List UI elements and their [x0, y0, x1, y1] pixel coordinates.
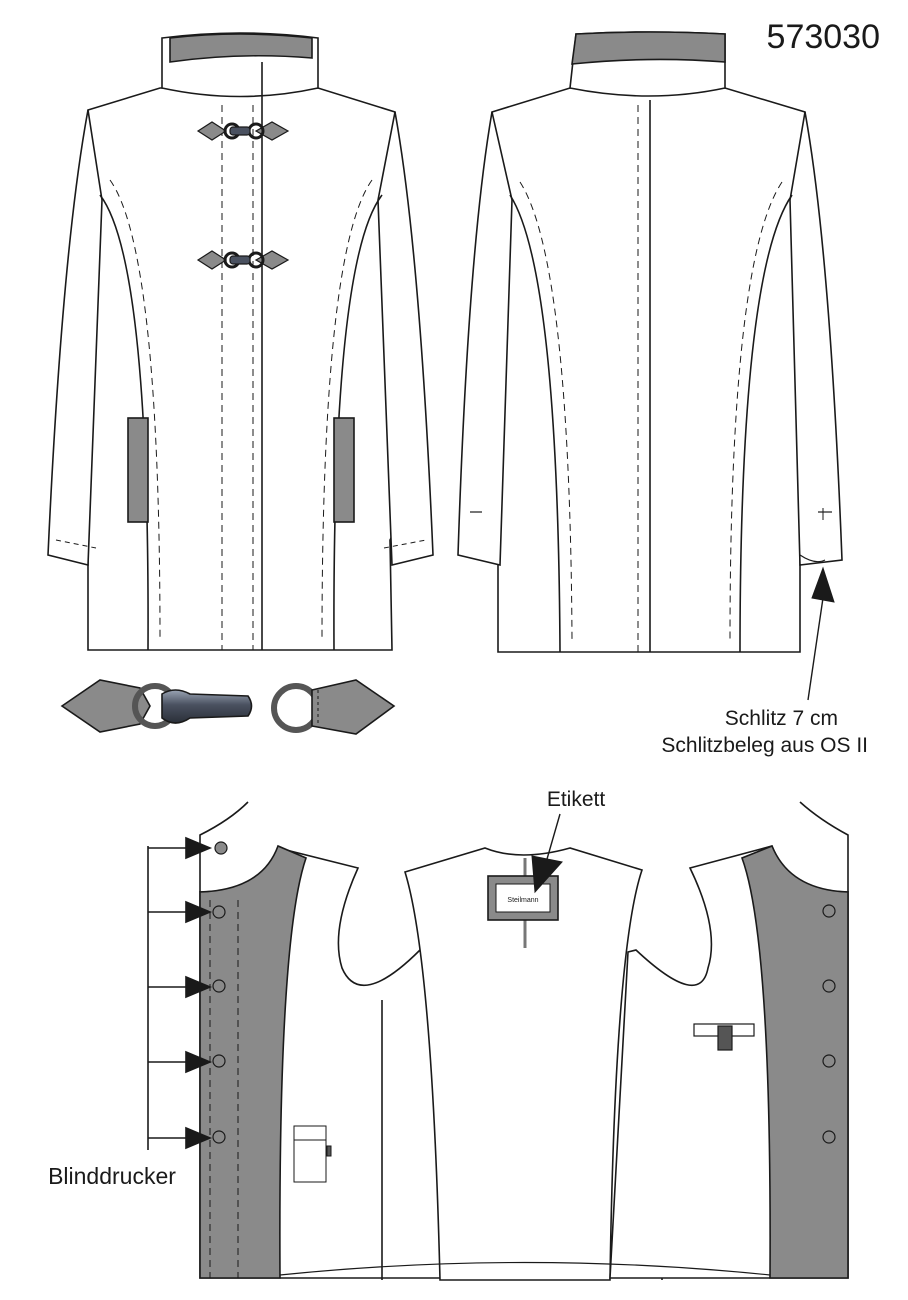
front-left-sleeve [47, 109, 103, 567]
inner-pocket-left [293, 1125, 332, 1183]
blind-snaps-left [212, 841, 228, 1144]
front-view [47, 32, 434, 651]
blind-snaps-arrows [147, 836, 213, 1150]
model-number: 573030 [767, 18, 880, 56]
inside-view: Steilmann [199, 801, 849, 1281]
label-tag-caption: Etikett [547, 788, 606, 811]
label-brand-text: Steilmann [507, 897, 538, 904]
blind-snaps-label: Blinddrucker [48, 1163, 176, 1189]
back-collar-band [571, 31, 726, 65]
front-right-pocket [333, 417, 355, 523]
front-left-pocket [127, 417, 149, 523]
inside-left-facing [199, 844, 307, 1279]
slit-facing-label: Schlitzbeleg aus OS II [661, 734, 868, 757]
blind-snaps-right [822, 904, 836, 1144]
back-view [457, 31, 843, 653]
inside-back-lining [403, 847, 644, 1281]
toggle-left-tab [60, 679, 151, 733]
toggle-closure-detail [60, 679, 396, 735]
inner-pocket-right [693, 1023, 755, 1051]
front-toggle-top [196, 121, 290, 141]
slit-length-label: Schlitz 7 cm [725, 707, 838, 730]
front-body-outline [61, 87, 421, 651]
toggle-right-tab [311, 679, 396, 735]
toggle-bar [161, 689, 253, 724]
slit-arrow [807, 566, 835, 701]
label-arrow [531, 813, 563, 894]
back-right-sleeve [789, 111, 843, 566]
front-toggle-bottom [196, 250, 290, 270]
back-left-sleeve [457, 111, 513, 567]
front-right-sleeve [377, 111, 434, 567]
inside-right-facing [740, 844, 849, 1279]
front-collar-band [169, 33, 313, 63]
